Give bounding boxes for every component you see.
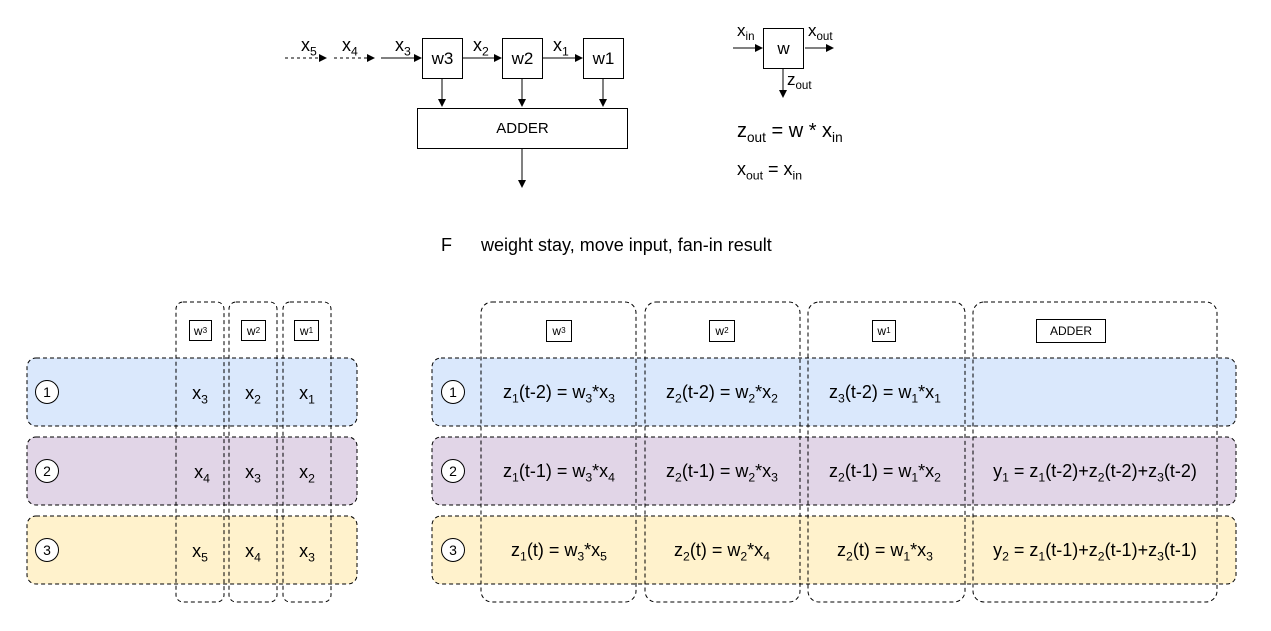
left-cell: x2 <box>299 462 315 486</box>
right-column-w1-outline <box>807 301 966 603</box>
legend-equation-zout: zout = w * xin <box>737 120 843 145</box>
left-column-w3-outline <box>175 301 225 603</box>
input-label-x5: x5 <box>301 35 317 59</box>
right-row-number-3: 3 <box>441 538 465 562</box>
right-cell-equation: z2(t-1) = w2*x3 <box>666 461 778 485</box>
pe-cell-w2: w2 <box>502 38 543 79</box>
right-cell-equation: z2(t-2) = w2*x2 <box>666 382 778 406</box>
input-label-x3: x3 <box>395 35 411 59</box>
left-row-number-2: 2 <box>35 459 59 483</box>
adder-block: ADDER <box>417 108 628 149</box>
legend-label-xin: xin <box>737 21 755 44</box>
right-cell-equation: z2(t) = w2*x4 <box>674 540 770 564</box>
left-row-2-bg <box>26 436 358 506</box>
right-row-number-1: 1 <box>441 380 465 404</box>
left-cell: x3 <box>299 541 315 565</box>
adder-output-equation: y1 = z1(t-2)+z2(t-2)+z3(t-2) <box>993 461 1197 485</box>
right-row-1-bg <box>431 357 1237 427</box>
right-column-adder-outline <box>972 301 1218 603</box>
pe-cell-w3: w3 <box>422 38 463 79</box>
legend-label-xout: xout <box>808 21 833 44</box>
left-row-number-3: 3 <box>35 538 59 562</box>
left-cell: x4 <box>194 462 210 486</box>
right-row-3-bg <box>431 515 1237 585</box>
left-cell: x3 <box>192 383 208 407</box>
caption-letter: F <box>441 235 452 255</box>
right-cell-equation: z1(t-1) = w3*x4 <box>503 461 615 485</box>
input-label-x4: x4 <box>342 35 358 59</box>
left-row-3-bg <box>26 515 358 585</box>
left-row-number-1: 1 <box>35 380 59 404</box>
left-column-w1-outline <box>282 301 332 603</box>
left-cell: x2 <box>245 383 261 407</box>
legend-label-zout: zout <box>787 70 812 93</box>
left-row-1-bg <box>26 357 358 427</box>
right-column-w2-outline <box>644 301 801 603</box>
pe-cell-w1: w1 <box>583 38 624 79</box>
left-cell: x3 <box>245 462 261 486</box>
right-cell-equation: z3(t-2) = w1*x1 <box>829 382 941 406</box>
right-header-adder: ADDER <box>1036 319 1106 343</box>
right-cell-equation: z2(t-1) = w1*x2 <box>829 461 941 485</box>
right-cell-equation: z2(t) = w1*x3 <box>837 540 933 564</box>
legend-equation-xout: xout = xin <box>737 159 803 183</box>
left-column-w2-outline <box>228 301 278 603</box>
right-row-2-bg <box>431 436 1237 506</box>
caption-text: weight stay, move input, fan-in result <box>481 235 772 255</box>
input-label-x1: x1 <box>553 35 569 59</box>
input-label-x2: x2 <box>473 35 489 59</box>
adder-output-equation: y2 = z1(t-1)+z2(t-1)+z3(t-1) <box>993 540 1197 564</box>
left-cell: x4 <box>245 541 261 565</box>
right-row-number-2: 2 <box>441 459 465 483</box>
left-cell: x1 <box>299 383 315 407</box>
left-cell: x5 <box>192 541 208 565</box>
right-column-w3-outline <box>480 301 637 603</box>
right-cell-equation: z1(t) = w3*x5 <box>511 540 607 564</box>
right-cell-equation: z1(t-2) = w3*x3 <box>503 382 615 406</box>
legend-cell-w: w <box>763 28 804 69</box>
